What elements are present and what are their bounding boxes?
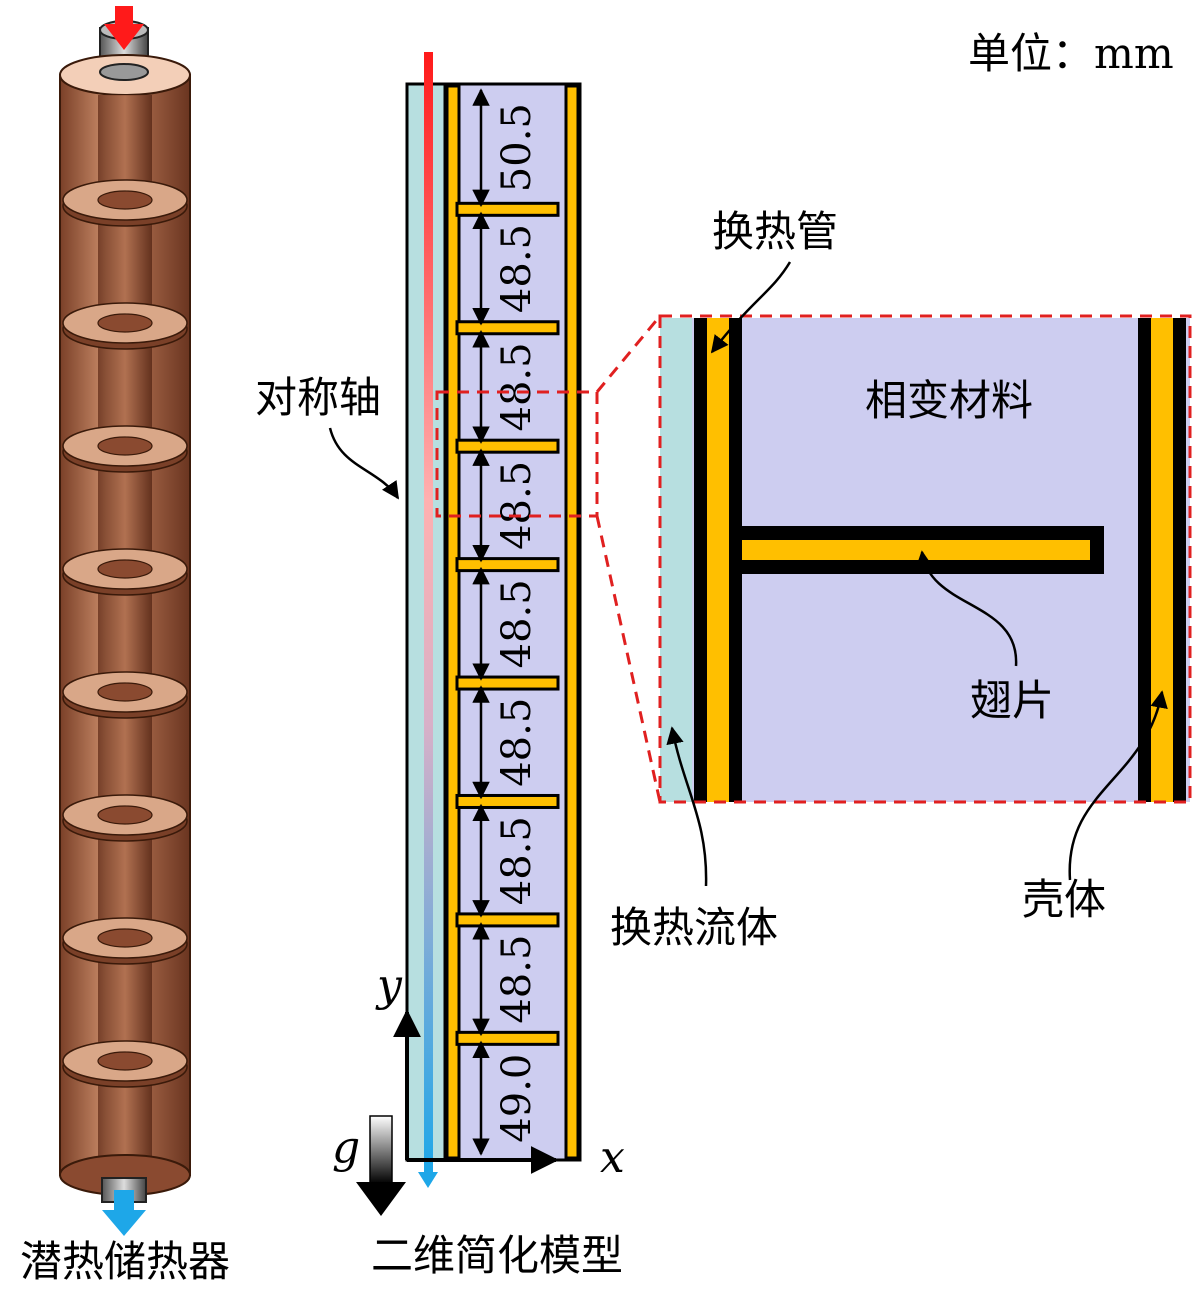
zoom-connector-top — [595, 315, 662, 393]
tube-pointer — [710, 261, 792, 354]
fin-3d-hub — [97, 1051, 153, 1071]
storage-unit-3d — [59, 6, 191, 1236]
tube-wall — [445, 84, 461, 1160]
pcm-region — [443, 82, 582, 1162]
inner-tube — [98, 95, 152, 1175]
inlet-arrow-3d — [104, 6, 144, 50]
fin-label: 翅片 — [970, 676, 1054, 725]
fin-2d — [455, 675, 560, 691]
fin-3d-hub — [97, 682, 153, 702]
dimension-label: 50.5 — [494, 103, 540, 192]
dimension-label: 48.5 — [494, 579, 540, 668]
dimension-label: 49.0 — [494, 1054, 540, 1143]
dimension-label: 48.5 — [494, 224, 540, 313]
fins-2d-group: 50.5 48.5 48.5 48.5 48.5 48.5 48.5 48.5 49.0 — [455, 88, 560, 1156]
fin-2d — [455, 793, 560, 809]
unit-label: 单位：mm — [968, 29, 1174, 78]
model-2d: 50.5 48.5 48.5 48.5 48.5 48.5 48.5 48.5 49.0 y x… — [255, 52, 625, 1216]
flow-outlet-arrowhead — [418, 1172, 438, 1188]
fin-2d — [455, 912, 560, 928]
fin-3d-hub — [97, 190, 153, 210]
gravity-label: g — [332, 1122, 360, 1173]
fin-2d — [455, 320, 560, 336]
detail-view: 换热管 相变材料 翅片 换热流体 壳体 — [610, 207, 1192, 952]
fin-2d — [455, 201, 560, 217]
x-axis-label: x — [600, 1132, 625, 1183]
detail-shell-metal — [1151, 318, 1173, 802]
dimension-label: 48.5 — [494, 461, 540, 550]
fin-pointer — [915, 550, 1018, 667]
fin-3d-hub — [97, 559, 153, 579]
detail-frame — [658, 314, 1192, 804]
fins-3d-group — [62, 179, 188, 1088]
fin-2d — [455, 438, 560, 454]
detail-tube-metal — [707, 318, 729, 802]
gravity-arrow — [356, 1115, 406, 1216]
inlet-pipe-socket — [99, 63, 149, 81]
fin-2d — [455, 1030, 560, 1046]
dimension-label: 48.5 — [494, 816, 540, 905]
outlet-arrow-3d — [102, 1190, 146, 1236]
fluid-pointer — [666, 726, 708, 887]
fin-3d-hub — [97, 928, 153, 948]
detail-fluid — [660, 318, 692, 802]
dimension-label: 48.5 — [494, 698, 540, 787]
dimension-label: 48.5 — [494, 935, 540, 1024]
fin-3d-hub — [97, 313, 153, 333]
shell-label: 壳体 — [1022, 875, 1106, 924]
detail-shell-outline-right — [1173, 318, 1186, 802]
middle-caption: 二维简化模型 — [371, 1231, 623, 1280]
detail-tube-outline-left — [694, 318, 707, 802]
fin-3d-hub — [97, 805, 153, 825]
zoom-selection — [435, 390, 599, 518]
shell-pointer — [1068, 690, 1168, 881]
y-axis-label: y — [375, 960, 403, 1011]
pcm-label: 相变材料 — [865, 376, 1033, 425]
symmetry-axis-pointer — [328, 427, 400, 500]
shell-wall — [564, 84, 580, 1160]
fluid-label: 换热流体 — [610, 903, 778, 952]
fin-3d-hub — [97, 436, 153, 456]
flow-line — [424, 52, 433, 1172]
symmetry-axis-label: 对称轴 — [255, 373, 381, 422]
fin-2d — [455, 557, 560, 573]
dimension-label: 48.5 — [494, 342, 540, 431]
zoom-connector-bottom — [595, 515, 662, 803]
detail-shell-outline-left — [1138, 318, 1151, 802]
left-caption: 潜热储热器 — [20, 1237, 230, 1286]
detail-fin-metal — [742, 540, 1090, 560]
detail-tube-outline-right — [729, 318, 742, 802]
tube-label: 换热管 — [712, 207, 838, 256]
